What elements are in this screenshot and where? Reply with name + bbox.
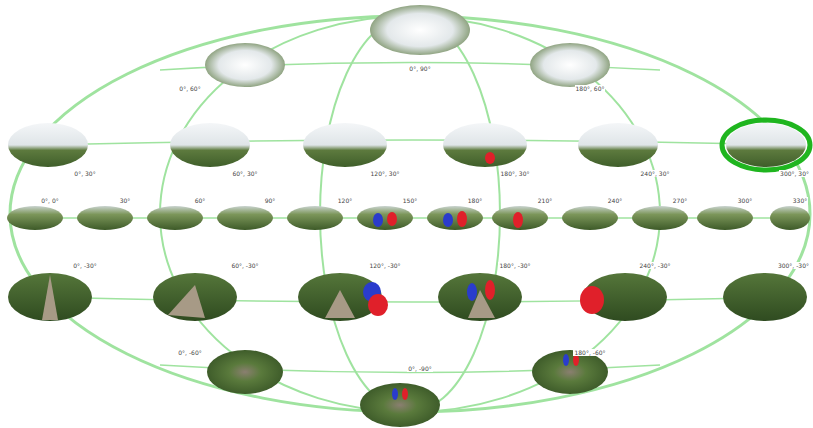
- angle-label: 300°, -30°: [777, 262, 810, 269]
- angle-label: 60°, -30°: [230, 262, 259, 269]
- angle-label: 30°: [119, 197, 132, 204]
- angle-label: 300°: [737, 197, 753, 204]
- angle-label: 150°: [402, 197, 418, 204]
- angle-label: 0°, 90°: [408, 65, 431, 72]
- angle-label: 180°: [467, 197, 483, 204]
- angle-label: 240°, -30°: [638, 262, 671, 269]
- angle-label: 330°: [792, 197, 808, 204]
- angle-label: 180°, 30°: [500, 170, 531, 177]
- angle-label: 120°, -30°: [368, 262, 401, 269]
- angle-label: 270°: [672, 197, 688, 204]
- angle-label: 0°, -90°: [407, 365, 432, 372]
- angle-label: 0°, 60°: [178, 85, 201, 92]
- angle-label: 0°, -60°: [177, 349, 202, 356]
- angle-label: 120°: [337, 197, 353, 204]
- angle-label: 0°, 0°: [40, 197, 59, 204]
- angle-label: 60°: [194, 197, 207, 204]
- angle-label: 120°, 30°: [370, 170, 401, 177]
- angle-label: 180°, -30°: [498, 262, 531, 269]
- angle-label: 240°: [607, 197, 623, 204]
- angle-label: 300°, 30°: [779, 170, 810, 177]
- angle-label: 240°, 30°: [640, 170, 671, 177]
- angle-label: 60°, 30°: [231, 170, 258, 177]
- angle-label: 180°, -60°: [573, 349, 606, 356]
- angle-label: 0°, 30°: [73, 170, 96, 177]
- angle-label: 180°, 60°: [575, 85, 606, 92]
- angle-label: 90°: [264, 197, 277, 204]
- angle-label: 0°, -30°: [72, 262, 97, 269]
- angle-label: 210°: [537, 197, 553, 204]
